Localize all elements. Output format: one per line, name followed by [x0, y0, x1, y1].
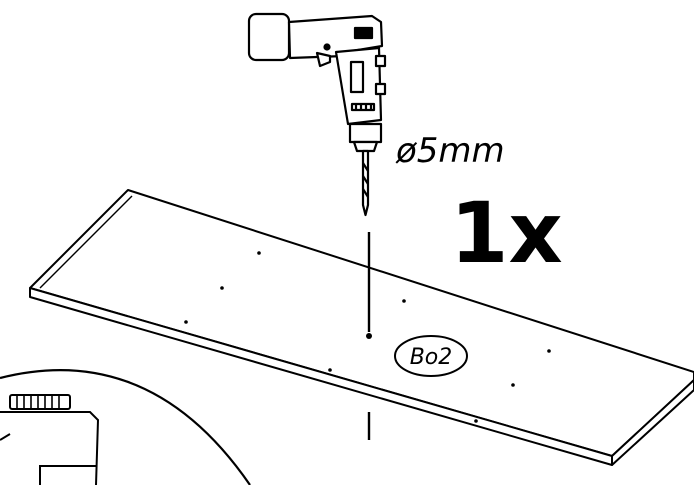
drill-bit-size-label: ø5mm — [395, 131, 505, 171]
panel-hole — [547, 349, 551, 353]
part-code-badge: Bo2 — [394, 335, 468, 377]
panel-hole — [474, 419, 478, 423]
panel-hole — [184, 320, 188, 324]
part-code-label: Bo2 — [410, 345, 453, 370]
panel-hole — [511, 383, 515, 387]
drill-target-hole — [366, 333, 372, 339]
quantity-label: 1x — [450, 184, 563, 282]
power-drill-icon — [247, 12, 387, 217]
detail-zoom-circle — [0, 369, 251, 485]
panel-hole — [257, 251, 261, 255]
panel-hole — [402, 299, 406, 303]
panel-holes — [184, 251, 551, 423]
panel-hole — [328, 368, 332, 372]
panel-hole — [220, 286, 224, 290]
panel-board — [29, 189, 694, 466]
